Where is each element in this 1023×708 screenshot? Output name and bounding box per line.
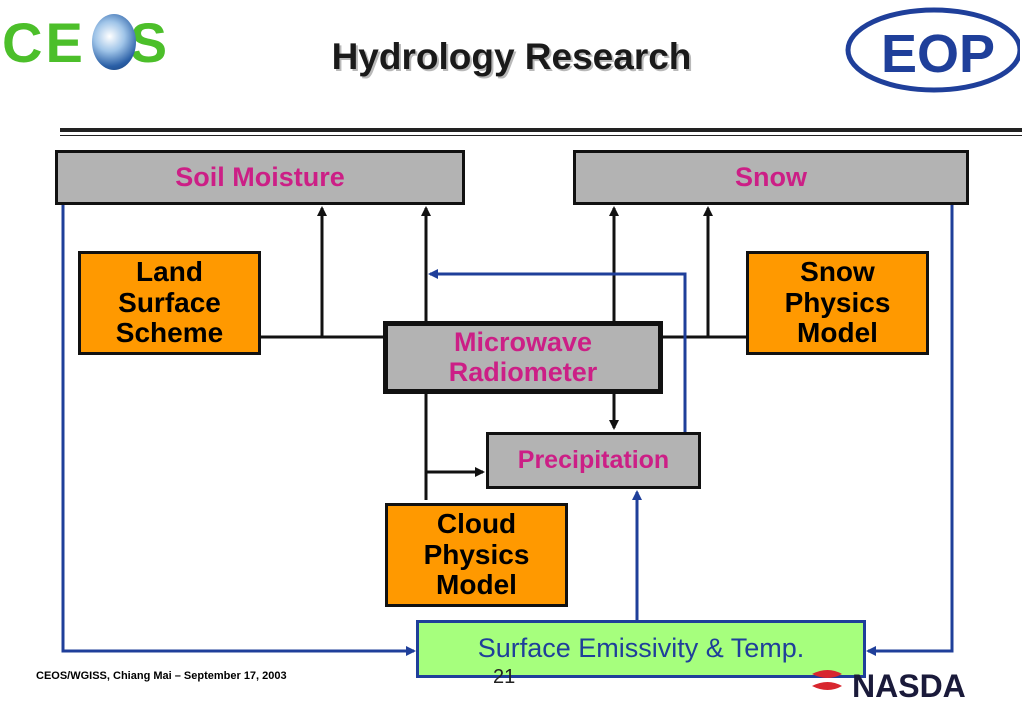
land-surface-scheme-box: Land Surface Scheme <box>78 251 261 355</box>
precipitation-box: Precipitation <box>486 432 701 489</box>
snow-physics-model-box: Snow Physics Model <box>746 251 929 355</box>
soil-moisture-box: Soil Moisture <box>55 150 465 205</box>
nasda-swoosh-icon <box>812 670 842 690</box>
page-number: 21 <box>493 666 515 689</box>
snow-box: Snow <box>573 150 969 205</box>
footer-text: CEOS/WGISS, Chiang Mai – September 17, 2… <box>36 670 287 682</box>
microwave-radiometer-box: Microwave Radiometer <box>383 321 663 394</box>
surface-emissivity-box: Surface Emissivity & Temp. <box>416 620 866 678</box>
nasda-logo: NASDA <box>808 664 1020 704</box>
nasda-logo-text: NASDA <box>852 668 966 704</box>
cloud-physics-model-box: Cloud Physics Model <box>385 503 568 607</box>
